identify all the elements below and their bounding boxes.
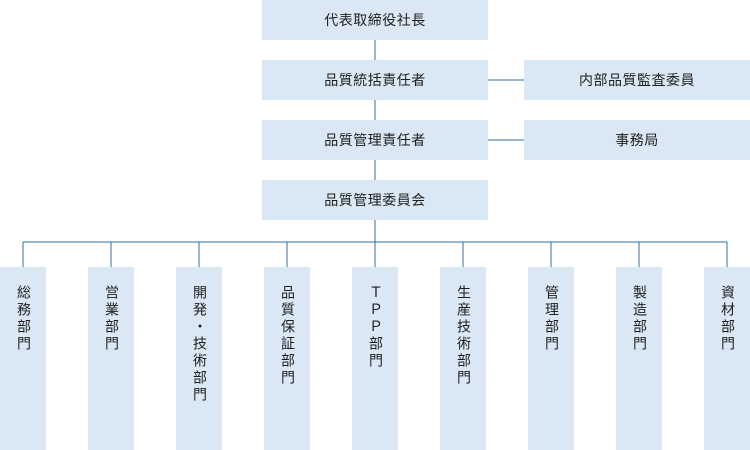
box-ceo-label: 代表取締役社長 — [324, 13, 426, 29]
box-quality-general-manager: 品質統括責任者 — [262, 60, 488, 100]
dept-box-sales: 営業部門 — [88, 267, 134, 450]
dept-box-production-engineering: 生産技術部門 — [440, 267, 486, 450]
dept-box-development: 開発・技術部門 — [176, 267, 222, 450]
dept-label: ＴＰＰ部門 — [367, 285, 383, 370]
dept-label: 総務部門 — [15, 285, 31, 353]
dept-label: 資材部門 — [719, 285, 735, 353]
box-secretariat-label: 事務局 — [615, 133, 659, 149]
dept-label: 開発・技術部門 — [191, 285, 207, 404]
box-quality-control-committee: 品質管理委員会 — [262, 180, 488, 220]
dept-label: 製造部門 — [631, 285, 647, 353]
dept-label: 生産技術部門 — [455, 285, 471, 387]
dept-box-general-affairs: 総務部門 — [0, 267, 46, 450]
box-quality-control-committee-label: 品質管理委員会 — [324, 193, 426, 209]
box-quality-general-manager-label: 品質統括責任者 — [324, 73, 426, 89]
dept-label: 営業部門 — [103, 285, 119, 353]
dept-box-quality-assurance: 品質保証部門 — [264, 267, 310, 450]
box-internal-audit-label: 内部品質監査委員 — [579, 73, 695, 89]
dept-box-administration: 管理部門 — [528, 267, 574, 450]
box-quality-control-manager: 品質管理責任者 — [262, 120, 488, 160]
box-internal-audit: 内部品質監査委員 — [524, 60, 750, 100]
box-secretariat: 事務局 — [524, 120, 750, 160]
box-ceo: 代表取締役社長 — [262, 0, 488, 40]
dept-box-materials: 資材部門 — [704, 267, 750, 450]
box-quality-control-manager-label: 品質管理責任者 — [324, 133, 426, 149]
dept-label: 品質保証部門 — [279, 285, 295, 387]
dept-box-tpp: ＴＰＰ部門 — [352, 267, 398, 450]
dept-box-manufacturing: 製造部門 — [616, 267, 662, 450]
department-drop-lines — [22, 242, 728, 267]
dept-label: 管理部門 — [543, 285, 559, 353]
